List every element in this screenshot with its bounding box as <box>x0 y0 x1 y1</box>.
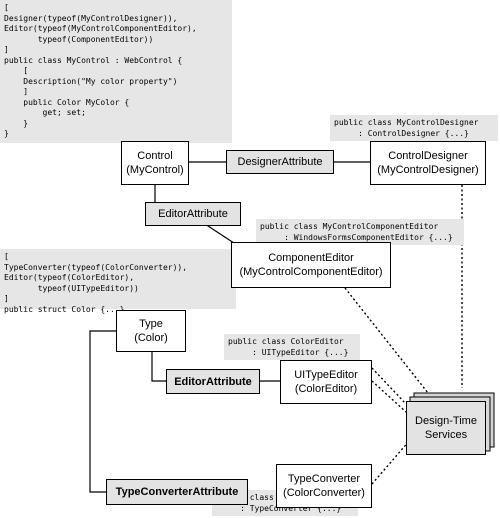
control-box-subtitle: (MyControl) <box>126 164 184 176</box>
ui-type-editor-box: UITypeEditor (ColorEditor) <box>280 360 372 404</box>
control-box: Control (MyControl) <box>121 141 189 185</box>
component-editor-box: ComponentEditor (MyControlComponentEdito… <box>231 242 391 288</box>
editor-attribute-bottom-box: EditorAttribute <box>166 369 260 394</box>
component-editor-subtitle: (MyControlComponentEditor) <box>239 266 383 278</box>
design-time-services-subtitle: Services <box>424 429 468 441</box>
type-converter-box: TypeConverter (ColorConverter) <box>276 464 372 508</box>
designer-attribute-box: DesignerAttribute <box>226 150 334 174</box>
design-time-services-title: Design-Time <box>415 415 477 427</box>
line-type-typeconverterattr <box>89 330 116 493</box>
type-converter-title: TypeConverter <box>287 473 361 485</box>
type-box-title: Type <box>139 318 163 330</box>
dashed-uitypeeditor-services <box>371 380 407 413</box>
control-designer-title: ControlDesigner <box>388 150 468 162</box>
designer-attribute-label: DesignerAttribute <box>237 156 323 168</box>
type-converter-subtitle: (ColorConverter) <box>283 487 365 499</box>
control-designer-subtitle: (MyControlDesigner) <box>377 164 479 176</box>
editor-attribute-top-label: EditorAttribute <box>158 208 228 220</box>
line-type-editorattr <box>151 352 166 382</box>
control-box-title: Control <box>137 150 173 162</box>
type-box: Type (Color) <box>116 310 186 352</box>
type-box-subtitle: (Color) <box>134 332 168 344</box>
ui-type-editor-title: UITypeEditor <box>294 369 358 381</box>
dashed-typeconverter-services <box>371 439 411 485</box>
editor-attribute-top-box: EditorAttribute <box>145 202 241 226</box>
componenteditor-code-label: public class MyControlComponentEditor : … <box>256 219 464 245</box>
editor-attribute-bottom-label: EditorAttribute <box>174 375 252 388</box>
component-editor-title: ComponentEditor <box>268 252 354 264</box>
dashed-componenteditor-services <box>344 287 433 399</box>
color-struct-code-block: [ TypeConverter(typeof(ColorConverter)),… <box>0 249 236 314</box>
dashed-uitypeeditor-services-2 <box>371 367 407 405</box>
design-time-services-box: Design-Time Services <box>406 401 486 455</box>
controldesigner-code-label: public class MyControlDesigner : Control… <box>330 115 498 141</box>
ui-type-editor-subtitle: (ColorEditor) <box>294 383 358 395</box>
control-designer-box: ControlDesigner (MyControlDesigner) <box>370 141 486 185</box>
coloreditor-code-label: public class ColorEditor : UITypeEditor … <box>224 334 360 360</box>
type-converter-attribute-label: TypeConverterAttribute <box>115 486 239 498</box>
type-converter-attribute-box: TypeConverterAttribute <box>106 479 248 505</box>
mycontrol-code-block: [ Designer(typeof(MyControlDesigner)), E… <box>0 0 232 143</box>
